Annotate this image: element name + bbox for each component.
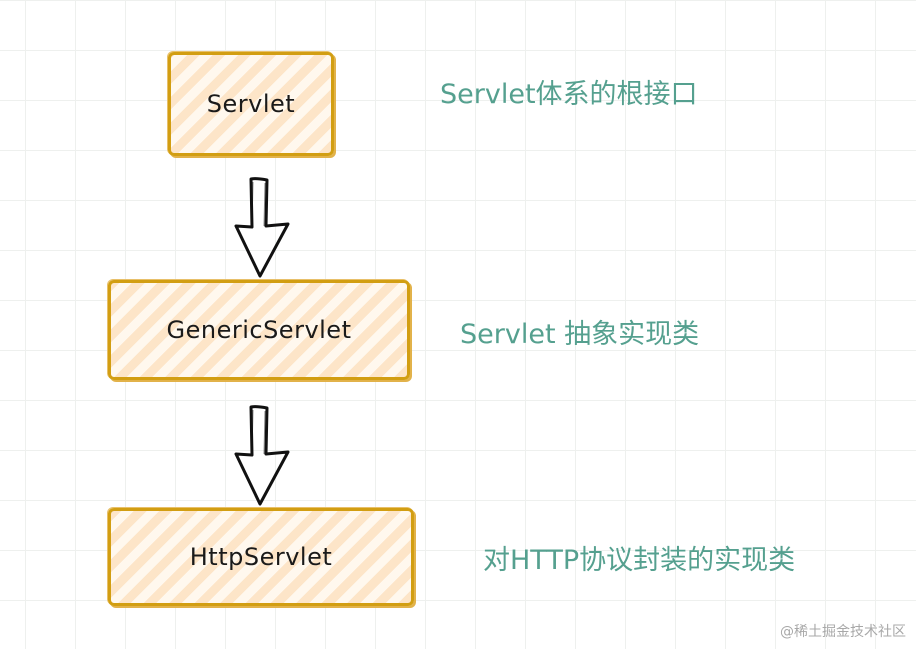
httpservlet-node-label: HttpServlet bbox=[189, 543, 333, 571]
httpservlet-note: 对HTTP协议封装的实现类 bbox=[483, 545, 796, 576]
watermark: @稀土掘金技术社区 bbox=[780, 624, 906, 640]
down-arrow-icon bbox=[234, 405, 290, 506]
httpservlet-node: HttpServlet bbox=[108, 508, 414, 606]
genericservlet-node: GenericServlet bbox=[108, 280, 410, 380]
genericservlet-note: Servlet 抽象实现类 bbox=[460, 319, 700, 350]
servlet-node-label: Servlet bbox=[206, 90, 296, 118]
genericservlet-node-label: GenericServlet bbox=[166, 316, 352, 344]
servlet-note: Servlet体系的根接口 bbox=[440, 79, 698, 110]
servlet-node: Servlet bbox=[168, 52, 334, 156]
down-arrow-icon bbox=[234, 177, 290, 278]
